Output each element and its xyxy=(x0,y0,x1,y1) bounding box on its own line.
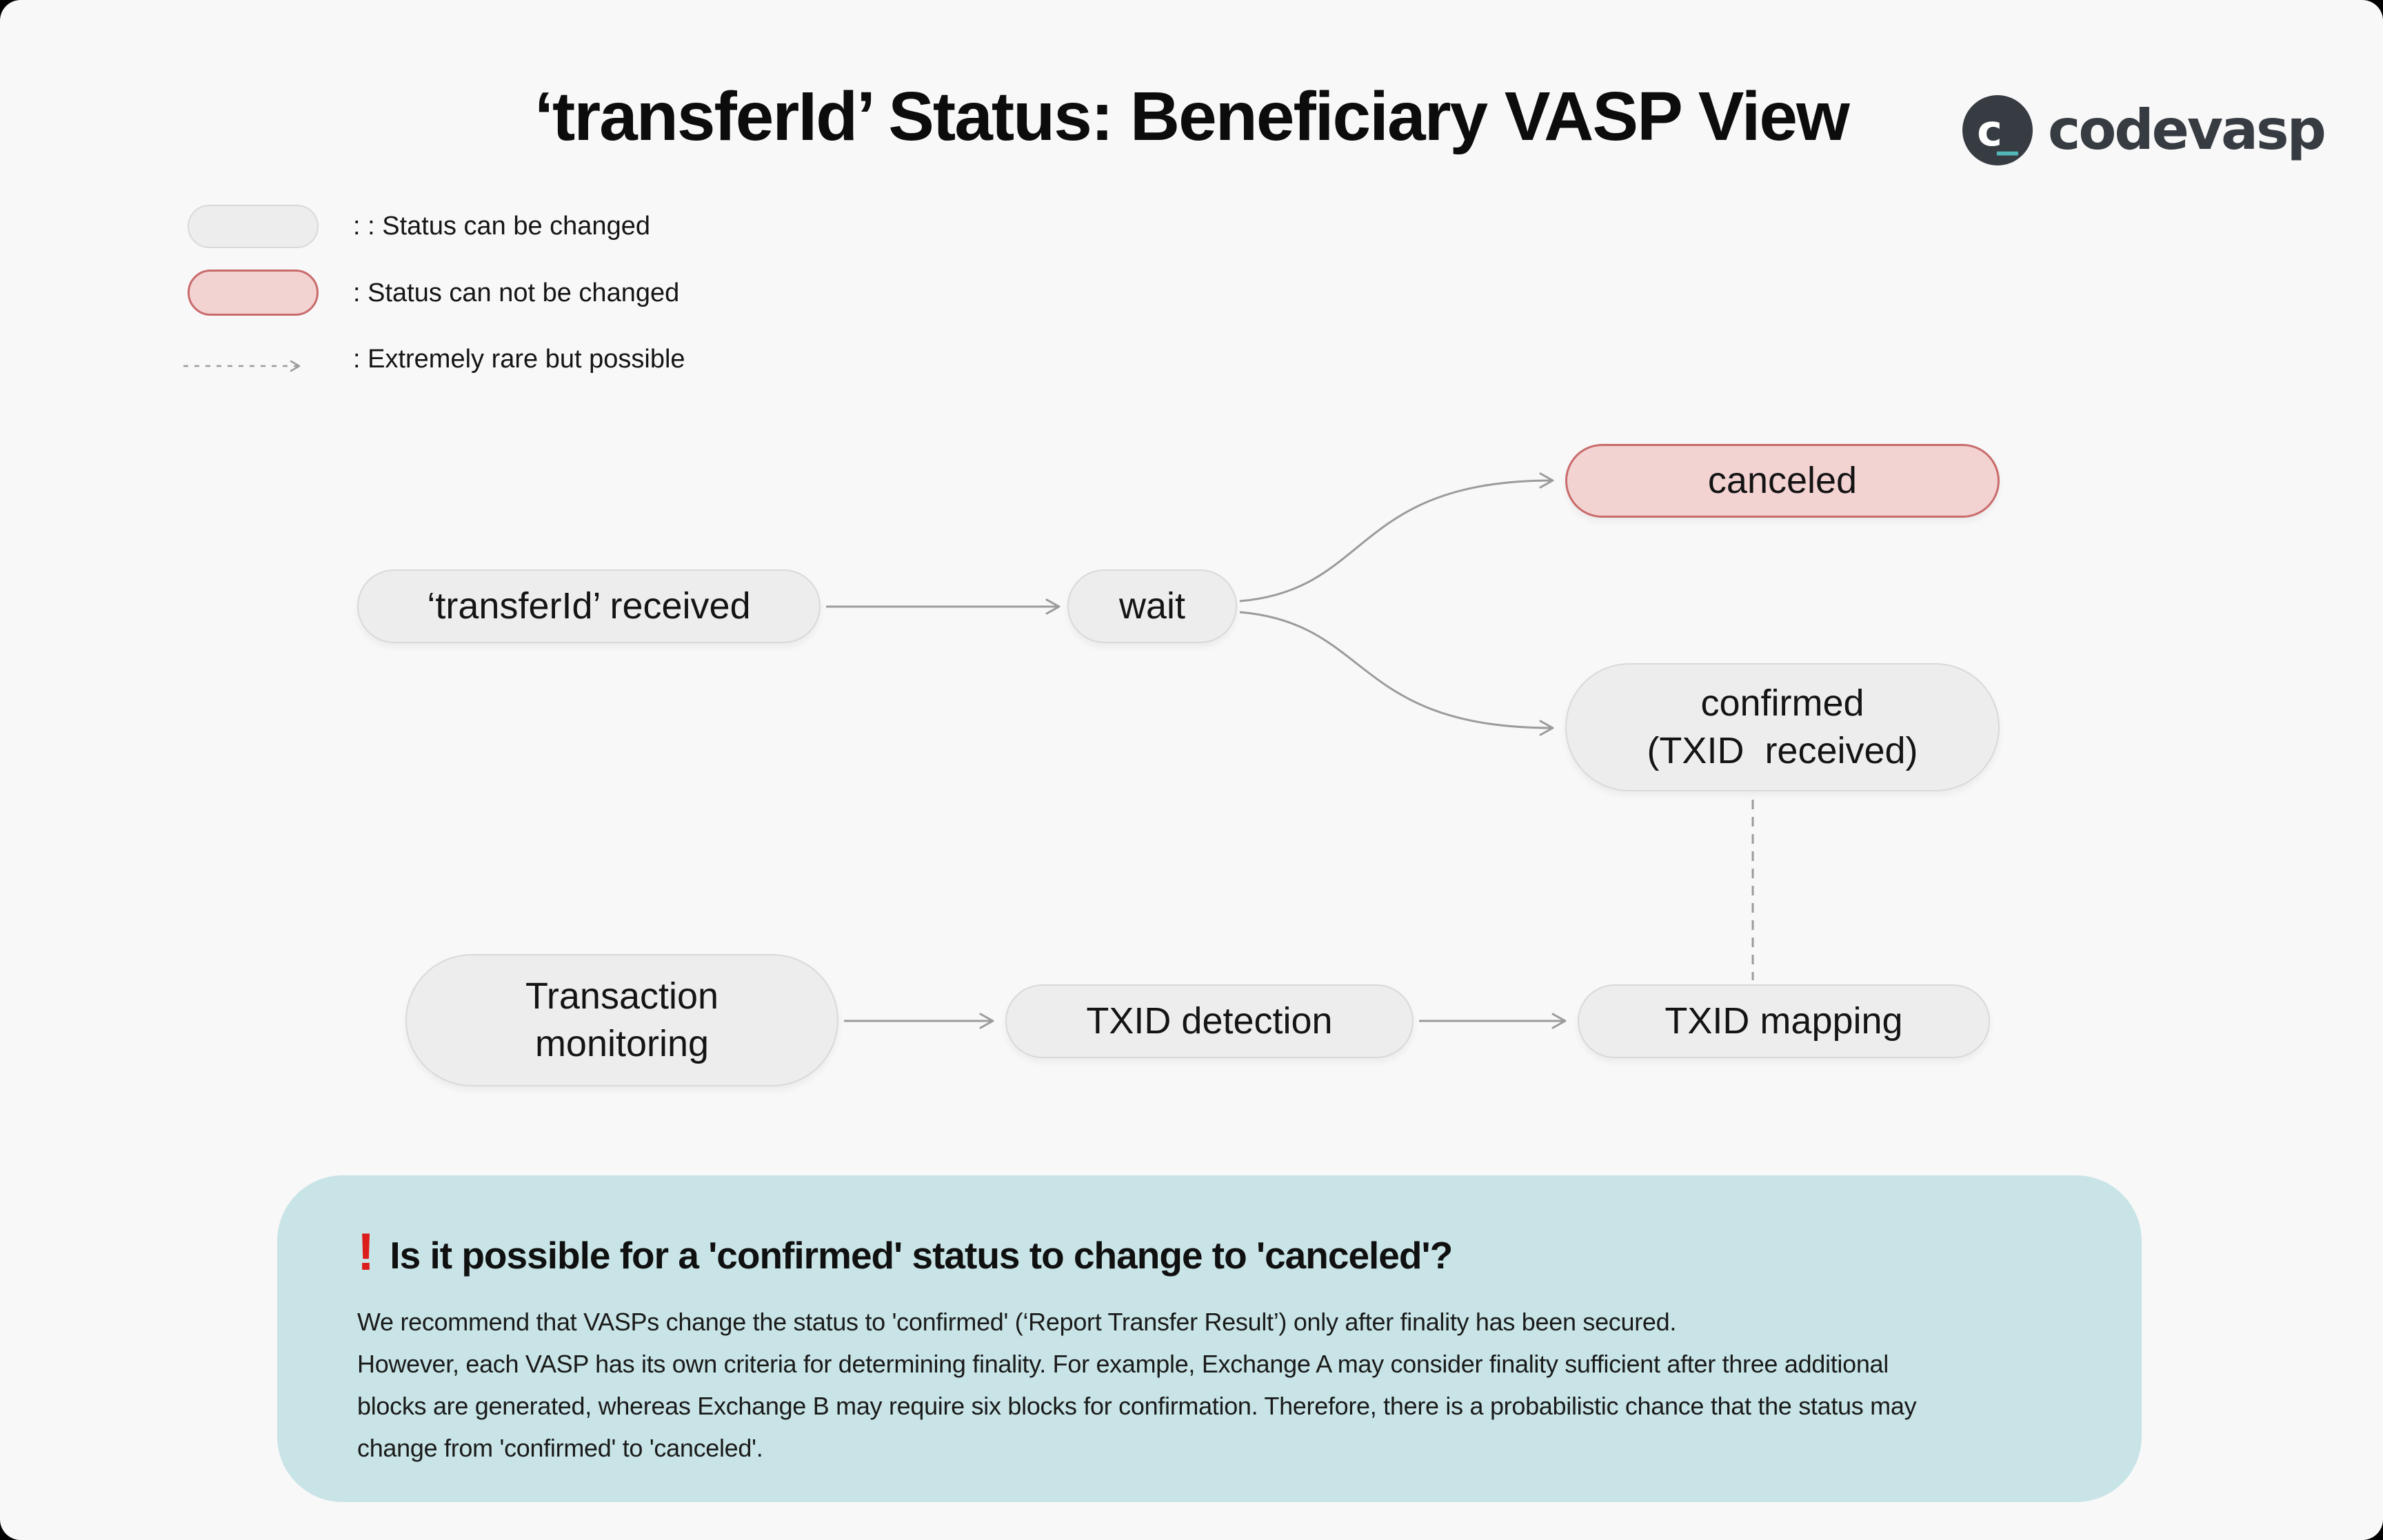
codevasp-logo-icon: c _ xyxy=(1962,95,2033,165)
qa-callout-box: ! Is it possible for a 'confirmed' statu… xyxy=(277,1175,2142,1502)
node-txid-detection: TXID detection xyxy=(1005,984,1414,1058)
exclamation-icon: ! xyxy=(357,1223,375,1281)
qa-heading: ! Is it possible for a 'confirmed' statu… xyxy=(357,1223,1453,1281)
node-transaction-monitoring-line1: Transaction xyxy=(525,975,719,1017)
node-canceled-label: canceled xyxy=(1707,459,1858,501)
node-txid-mapping-label: TXID mapping xyxy=(1665,1000,1903,1042)
qa-body-line: change from 'confirmed' to 'canceled'. xyxy=(357,1434,763,1462)
legend-swatch-unchangeable xyxy=(188,270,319,316)
node-wait: wait xyxy=(1067,569,1237,643)
logo-wordmark: codevasp xyxy=(2048,98,2326,162)
edge-wait-to-confirmed xyxy=(1239,611,1554,736)
legend-label-changeable: : : Status can be changed xyxy=(353,212,650,241)
edge-wait-to-canceled xyxy=(1239,472,1554,602)
node-txid-mapping: TXID mapping xyxy=(1578,984,1990,1058)
node-wait-label: wait xyxy=(1118,585,1186,627)
node-txid-detection-label: TXID detection xyxy=(1086,1000,1333,1042)
qa-body-line: blocks are generated, whereas Exchange B… xyxy=(357,1392,1917,1420)
legend-swatch-changeable xyxy=(188,205,319,248)
legend-label-rare: : Extremely rare but possible xyxy=(353,345,685,374)
node-confirmed-line1: confirmed xyxy=(1700,682,1864,724)
node-transaction-monitoring-line2: monitoring xyxy=(534,1023,710,1064)
qa-body-line: However, each VASP has its own criteria … xyxy=(357,1350,1889,1378)
node-confirmed: confirmed (TXID received) xyxy=(1565,663,2000,791)
logo-underscore: _ xyxy=(1996,105,2018,156)
node-transaction-monitoring: Transaction monitoring xyxy=(405,954,838,1086)
legend-label-unchangeable: : Status can not be changed xyxy=(353,278,680,307)
qa-body-line: We recommend that VASPs change the statu… xyxy=(357,1308,1677,1336)
node-canceled: canceled xyxy=(1565,444,2000,518)
node-transferid-received-label: ‘transferId’ received xyxy=(427,585,751,627)
node-confirmed-line2: (TXID received) xyxy=(1647,730,1918,771)
qa-question: Is it possible for a 'confirmed' status … xyxy=(390,1234,1453,1277)
node-transferid-received: ‘transferId’ received xyxy=(357,569,821,643)
logo-letter: c xyxy=(1977,105,2002,156)
qa-body: We recommend that VASPs change the statu… xyxy=(357,1301,1917,1469)
codevasp-logo: c _ codevasp xyxy=(1962,95,2326,165)
legend-dashed-arrow-icon xyxy=(183,360,301,372)
page-title: ‘transferId’ Status: Beneficiary VASP Vi… xyxy=(534,78,1850,155)
